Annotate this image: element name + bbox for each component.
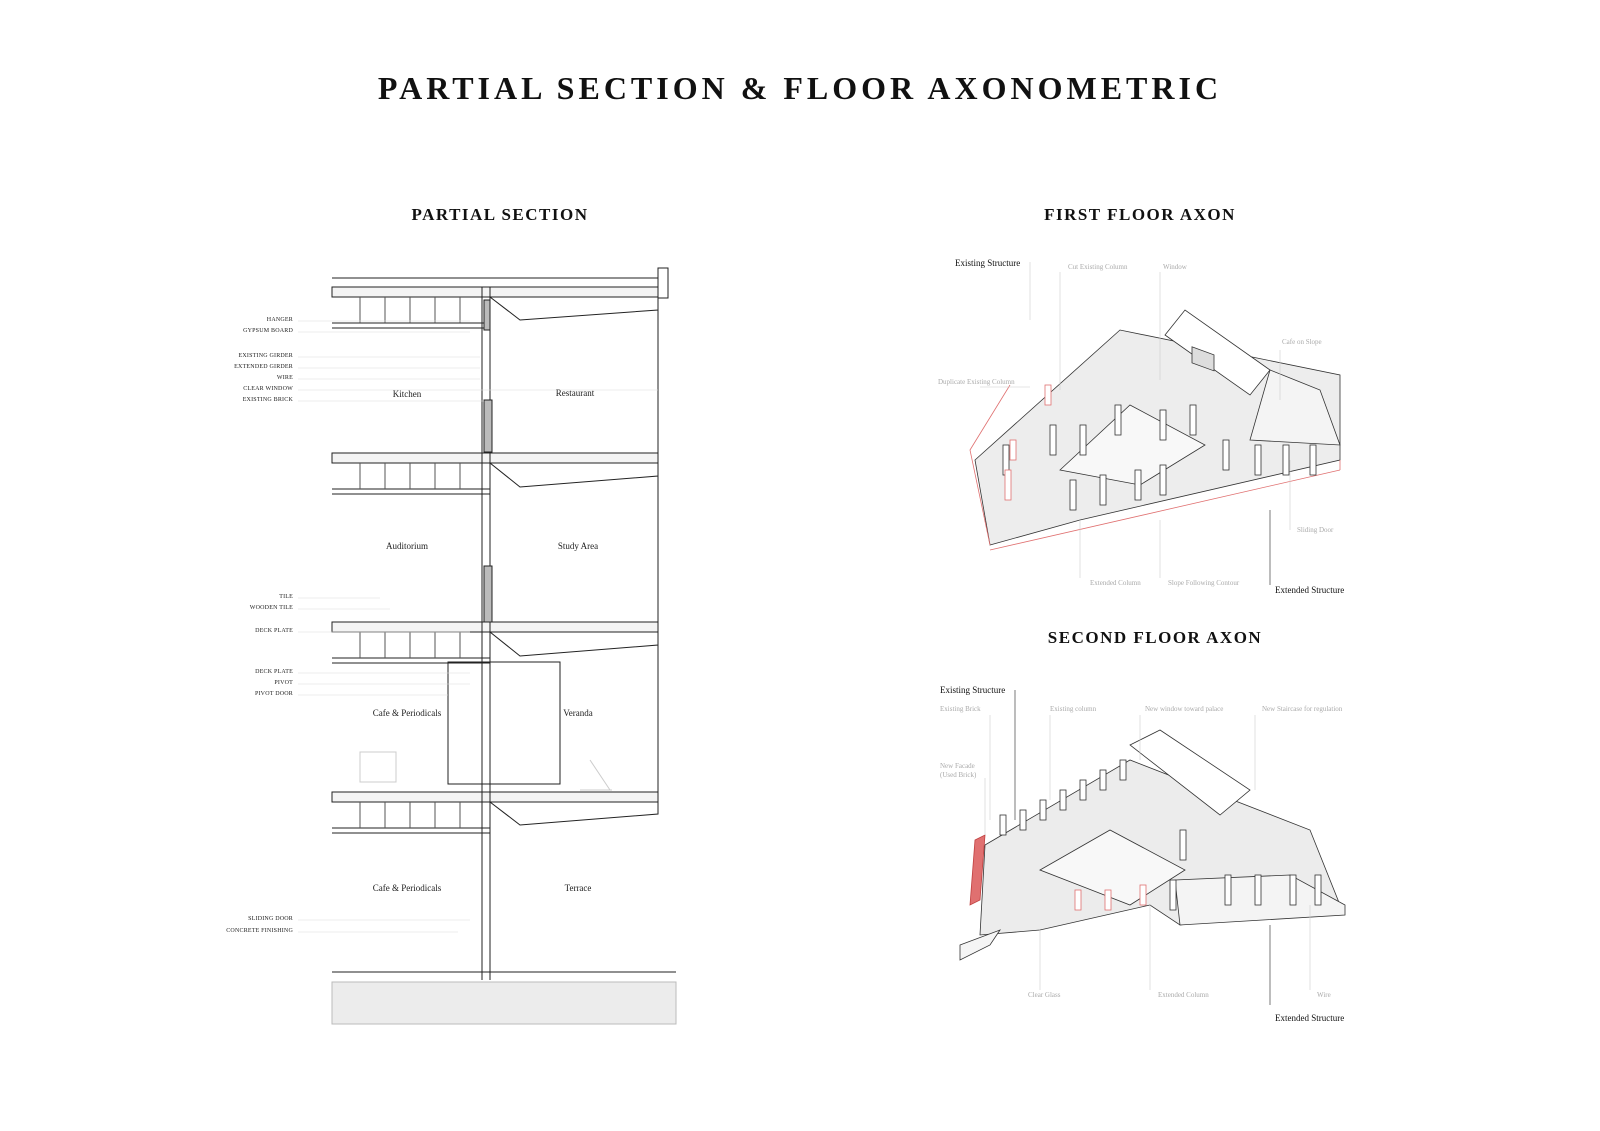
sf-extended-structure: Extended Structure — [1275, 1013, 1345, 1023]
tag-pivot-door: PIVOT DOOR — [254, 691, 293, 697]
ff-ann-extended-column: Extended Column — [1090, 579, 1141, 587]
tag-tile: TILE — [279, 594, 293, 600]
room-veranda: Veranda — [563, 708, 593, 718]
tag-gypsum-board: GYPSUM BOARD — [243, 328, 293, 334]
sf-ann-new-staircase: New Staircase for regulation — [1262, 705, 1343, 713]
tag-existing-brick: EXISTING BRICK — [242, 397, 293, 403]
tag-wooden-tile: WOODEN TILE — [249, 605, 293, 611]
sf-existing-structure: Existing Structure — [940, 685, 1006, 695]
tag-hanger: HANGER — [266, 317, 293, 323]
room-kitchen: Kitchen — [392, 389, 422, 399]
room-cafe-periodicals: Cafe & Periodicals — [372, 708, 442, 718]
sf-ann-new-window: New window toward palace — [1145, 705, 1224, 713]
ff-ann-sliding-door: Sliding Door — [1297, 526, 1334, 534]
ff-existing-structure: Existing Structure — [955, 258, 1021, 268]
room-terrace: Terrace — [564, 883, 592, 893]
ff-ann-slope-contour: Slope Following Contour — [1168, 579, 1240, 587]
first-floor-title: FIRST FLOOR AXON — [1044, 205, 1236, 224]
ff-extended-structure: Extended Structure — [1275, 585, 1345, 595]
room-cafe-periodicals-ground: Cafe & Periodicals — [372, 883, 442, 893]
page-title: PARTIAL SECTION & FLOOR AXONOMETRIC — [377, 70, 1223, 106]
tag-deck-plate-2: DECK PLATE — [255, 669, 293, 675]
sf-ann-clear-glass: Clear Glass — [1028, 991, 1061, 999]
tag-extended-girder: EXTENDED GIRDER — [234, 364, 293, 370]
section-title: PARTIAL SECTION — [411, 205, 589, 224]
sf-ann-new-facade: New Facade — [940, 762, 975, 770]
ff-ann-duplicate-column: Duplicate Existing Column — [938, 378, 1015, 386]
room-restaurant: Restaurant — [555, 388, 595, 398]
tag-concrete-finishing: CONCRETE FINISHING — [226, 928, 293, 934]
sf-ann-extended-column: Extended Column — [1158, 991, 1209, 999]
ff-ann-cafe-slope: Cafe on Slope — [1282, 338, 1322, 346]
ff-ann-window: Window — [1163, 263, 1187, 271]
tag-sliding-door: SLIDING DOOR — [248, 916, 293, 922]
sf-ann-existing-column: Existing column — [1050, 705, 1097, 713]
sf-ann-existing-brick: Existing Brick — [940, 705, 981, 713]
second-floor-title: SECOND FLOOR AXON — [1047, 628, 1263, 647]
room-study-area: Study Area — [557, 541, 599, 551]
tag-wire: WIRE — [276, 375, 293, 381]
tag-clear-window: CLEAR WINDOW — [243, 386, 293, 392]
tag-pivot: PIVOT — [274, 680, 293, 686]
tag-existing-girder: EXISTING GIRDER — [238, 353, 293, 359]
tag-deck-plate: DECK PLATE — [255, 628, 293, 634]
ff-ann-cut-column: Cut Existing Column — [1068, 263, 1128, 271]
sf-ann-wire: Wire — [1317, 991, 1331, 999]
sf-ann-used-brick: (Used Brick) — [940, 771, 977, 779]
room-auditorium: Auditorium — [386, 541, 428, 551]
